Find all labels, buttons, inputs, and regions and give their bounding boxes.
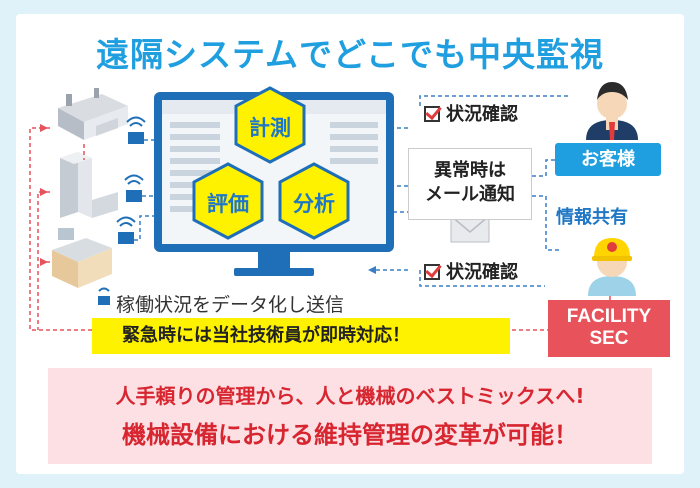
facility-sec-box: FACILITY SEC [548,300,670,357]
status-check-bottom-label: 状況確認 [446,262,518,283]
send-status-label: 稼働状況をデータ化し送信 [96,290,344,317]
hexagon-analyze [278,162,350,240]
emergency-banner: 緊急時には当社技術員が即時対応！ [92,318,510,354]
hexagon-label-measure: 計測 [249,116,291,140]
send-status-text: 稼働状況をデータ化し送信 [116,294,345,316]
hexagon-label-evaluate: 評価 [207,192,249,216]
alert-mail-box: 異常時は メール通知 [408,148,532,220]
sensor-device-icon [116,216,136,244]
summary-line2: 機械設備における維持管理の変革が可能！ [122,421,578,449]
factory-building-icon [58,88,128,140]
wifi-icon [98,287,110,305]
hexagon-measure [234,86,306,164]
mail-envelope-icon [450,215,490,243]
facility-line2: SEC [589,328,629,349]
apartment-building-icon [52,228,112,288]
customer-person-icon [586,82,638,140]
worker-person-icon [588,238,636,296]
office-tower-icon [60,152,118,218]
sensor-device-icon [126,116,146,144]
hexagon-evaluate [192,162,264,240]
summary-box: 人手頼りの管理から、人と機械のベストミックスへ! 機械設備における維持管理の変革… [48,368,652,464]
page-title: 遠隔システムでどこでも中央監視 [95,35,605,74]
red-arrowheads [40,124,48,266]
summary-line1: 人手頼りの管理から、人と機械のベストミックスへ! [115,384,585,408]
checkbox-checked-icon [424,264,440,280]
checkbox-checked-icon [424,106,440,122]
status-check-top: 状況確認 [424,100,518,126]
facility-line1: FACILITY [566,306,652,327]
info-share-label: 情報共有 [556,207,628,228]
hexagon-label-analyze: 分析 [293,192,335,216]
sensor-device-icon [124,174,144,202]
alert-line1: 異常時は [434,160,506,181]
alert-line2: メール通知 [425,184,515,205]
customer-badge: お客様 [555,143,661,176]
status-check-bottom: 状況確認 [424,258,518,284]
status-check-top-label: 状況確認 [446,104,518,125]
